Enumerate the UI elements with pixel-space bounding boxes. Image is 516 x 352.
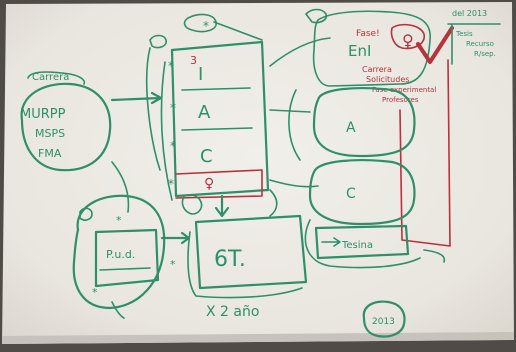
- red-note-2: Solicitudes: [366, 75, 409, 84]
- list-item-3: C: [200, 146, 213, 167]
- right-ovals: A C: [288, 87, 416, 226]
- svg-text:*: *: [170, 139, 176, 153]
- right-top-excl: Fase!: [356, 29, 380, 39]
- list-bottom-symbol: ♀: [204, 176, 214, 192]
- right-top-label: EnI: [348, 42, 371, 60]
- central-list: 3 I A C ♀ * * * * *: [145, 13, 270, 201]
- right-top-group: Fase! EnI ♀: [305, 8, 431, 87]
- svg-text:*: *: [203, 19, 209, 33]
- left-circle-line-1: MURPP: [20, 107, 66, 122]
- list-item-1: I: [198, 64, 203, 85]
- top-right-date: del 2013: [452, 9, 487, 18]
- left-circle-top-label: Carrera: [32, 72, 69, 83]
- svg-text:*: *: [92, 286, 98, 299]
- bottom-left-group: P.u.d. * *: [72, 194, 166, 319]
- bottom-left-box-label: P.u.d.: [106, 248, 135, 261]
- svg-text:*: *: [170, 101, 176, 115]
- left-circle: Carrera MURPP MSPS FMA: [20, 71, 112, 172]
- right-oval-2-label: C: [346, 186, 356, 202]
- top-right-line-3: R/sep.: [474, 50, 496, 58]
- red-check-icon: [416, 26, 454, 64]
- red-note-3: Fase experimental: [372, 86, 436, 94]
- bottom-center-box-label: 6T.: [214, 247, 246, 272]
- right-oval-1-label: A: [346, 120, 356, 136]
- svg-text:*: *: [168, 177, 174, 191]
- bottom-right-circle-label: 2013: [372, 317, 395, 327]
- top-right-line-2: Recurso: [466, 40, 494, 48]
- right-box: Tesina: [304, 219, 446, 269]
- svg-text:*: *: [116, 214, 122, 227]
- left-circle-line-3: FMA: [38, 147, 62, 160]
- bottom-right-circle: 2013: [362, 300, 406, 338]
- right-box-label: Tesina: [341, 240, 373, 251]
- right-top-symbol: ♀: [402, 31, 414, 50]
- left-circle-line-2: MSPS: [35, 127, 65, 140]
- red-note-4: Profesores: [382, 96, 419, 104]
- bottom-center-caption: X 2 año: [206, 304, 259, 320]
- svg-text:*: *: [168, 59, 174, 73]
- red-note-1: Carrera: [362, 65, 392, 74]
- list-item-2: A: [198, 102, 211, 123]
- red-notes: Carrera Solicitudes Fase experimental Pr…: [362, 59, 451, 247]
- list-number: 3: [190, 54, 197, 67]
- whiteboard-surface: [2, 2, 514, 344]
- svg-text:*: *: [170, 258, 176, 271]
- top-right-note: del 2013 Tesis Recurso R/sep.: [447, 9, 501, 65]
- bottom-center-group: 6T. X 2 año: [181, 194, 308, 320]
- top-right-line-1: Tesis: [455, 30, 473, 38]
